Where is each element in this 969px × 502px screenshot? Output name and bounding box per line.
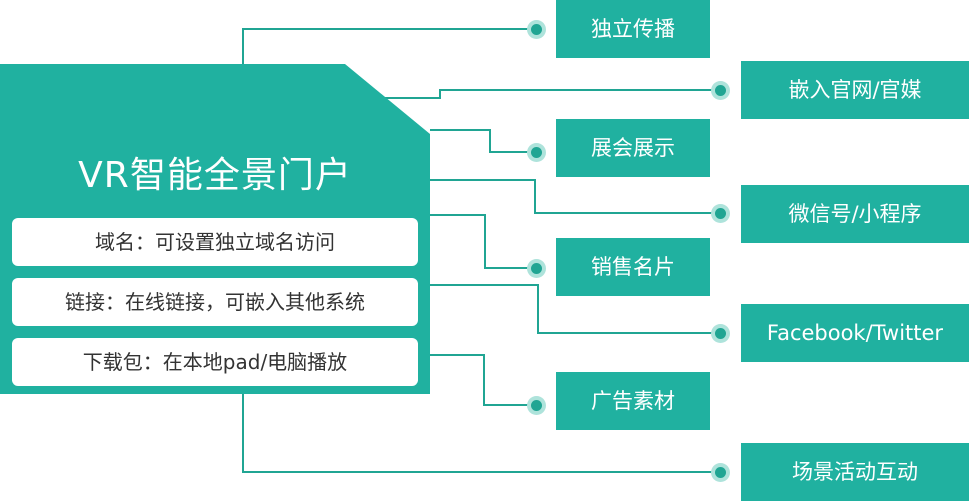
target-exhibition-display: 展会展示	[556, 119, 710, 177]
connector-line-4	[430, 179, 714, 214]
connector-line-2	[385, 89, 714, 99]
feature-box-link: 链接：在线链接，可嵌入其他系统	[12, 278, 418, 326]
portal-title: VR智能全景门户	[78, 155, 352, 196]
target-scene-interaction: 场景活动互动	[741, 443, 969, 501]
connector-line-8	[242, 394, 714, 473]
target-independent-spread: 独立传播	[556, 0, 710, 58]
connector-dot	[715, 328, 726, 339]
connector-line-7	[430, 354, 530, 406]
portal-panel: VR智能全景门户 域名：可设置独立域名访问 链接：在线链接，可嵌入其他系统 下载…	[0, 64, 430, 394]
connector-dot	[531, 400, 542, 411]
target-facebook-twitter: Facebook/Twitter	[741, 304, 969, 362]
target-ad-material: 广告素材	[556, 372, 710, 430]
connector-dot	[531, 263, 542, 274]
connector-line-6	[430, 284, 714, 334]
feature-box-download: 下载包：在本地pad/电脑播放	[12, 338, 418, 386]
connector-line-3	[430, 129, 530, 153]
connector-dot	[531, 147, 542, 158]
connector-dot	[715, 85, 726, 96]
target-embed-official-site: 嵌入官网/官媒	[741, 61, 969, 119]
connector-dot	[715, 208, 726, 219]
feature-box-domain: 域名：可设置独立域名访问	[12, 218, 418, 266]
connector-line-1	[242, 28, 530, 64]
connector-dot	[531, 24, 542, 35]
target-wechat-miniprogram: 微信号/小程序	[741, 185, 969, 243]
target-sales-card: 销售名片	[556, 238, 710, 296]
connector-line-5	[430, 214, 530, 269]
connector-dot	[715, 467, 726, 478]
